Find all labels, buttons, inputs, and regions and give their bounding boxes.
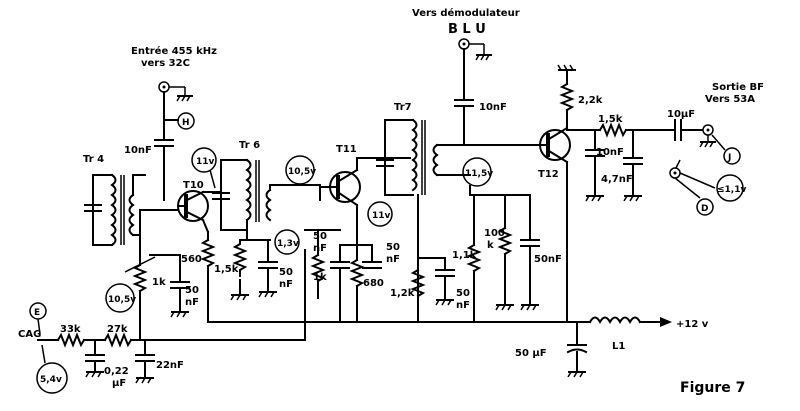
svg-text:T11: T11 <box>336 144 357 155</box>
svg-text:33k: 33k <box>60 324 81 335</box>
svg-text:k: k <box>487 240 494 251</box>
tr7-bias-network: 1,2k 50 nF <box>390 257 470 311</box>
resistor-560-network: 560 <box>181 231 216 323</box>
svg-text:Vers 53A: Vers 53A <box>705 94 755 105</box>
transistor-t10: T10 <box>177 180 222 234</box>
svg-text:nF: nF <box>456 300 470 311</box>
svg-text:11,5v: 11,5v <box>465 169 493 179</box>
svg-text:1,1k: 1,1k <box>452 250 477 261</box>
svg-text:T12: T12 <box>538 169 559 180</box>
svg-text:50: 50 <box>185 285 199 296</box>
svg-text:Sortie BF: Sortie BF <box>712 82 764 93</box>
voltage-bubble-11v-t10: 11v <box>191 147 217 189</box>
svg-text:1,5k: 1,5k <box>214 264 239 275</box>
voltage-bubble-11v-t11: 11v <box>367 201 393 227</box>
svg-text:Tr 4: Tr 4 <box>83 154 104 165</box>
svg-text:0,22: 0,22 <box>104 366 129 377</box>
svg-text:50 µF: 50 µF <box>515 348 547 359</box>
svg-text:CAG: CAG <box>18 329 41 340</box>
svg-text:10nF: 10nF <box>479 102 507 113</box>
svg-text:D: D <box>701 204 708 214</box>
svg-text:nF: nF <box>313 243 327 254</box>
svg-text:10µF: 10µF <box>667 109 695 120</box>
svg-text:100: 100 <box>484 228 505 239</box>
input-connector: Entrée 455 kHz vers 32C <box>131 45 217 141</box>
svg-text:E: E <box>34 308 40 318</box>
figure-caption: Figure 7 <box>680 380 745 396</box>
transistor-t11: T11 <box>319 144 411 246</box>
svg-text:11v: 11v <box>196 157 215 167</box>
transformer-tr7: Tr7 <box>376 102 439 323</box>
cag-network: 1k 50 nF 10,5v E CAG 33k 27k 0 <box>18 254 199 394</box>
voltage-bubble-11-5v: 11,5v <box>462 157 493 187</box>
svg-text:1,3v: 1,3v <box>277 239 299 249</box>
svg-text:1,5k: 1,5k <box>598 114 623 125</box>
input-label: Entrée 455 kHz <box>131 45 217 57</box>
output-connector: Sortie BF Vers 53A J D ≤1,1v <box>669 82 764 216</box>
svg-text:nF: nF <box>185 297 199 308</box>
svg-text:B L U: B L U <box>448 22 486 37</box>
transformer-tr6: Tr 6 <box>212 140 272 241</box>
test-point-h: H <box>163 112 195 130</box>
svg-text:Tr7: Tr7 <box>394 102 412 113</box>
detector-network: 1,1k 100 k 50nF <box>436 174 562 323</box>
svg-text:nF: nF <box>279 279 293 290</box>
voltage-bubble-1-3v: 1,3v <box>274 229 300 255</box>
svg-text:680: 680 <box>363 278 384 289</box>
svg-text:T10: T10 <box>183 180 204 191</box>
voltage-bubble-10-5v-t11: 10,5v <box>285 155 316 185</box>
svg-text:50: 50 <box>386 242 400 253</box>
svg-text:50: 50 <box>279 267 293 278</box>
svg-text:nF: nF <box>386 254 400 265</box>
svg-text:Tr 6: Tr 6 <box>239 140 260 151</box>
resistor-1-5k-tr6: 1,5k <box>214 239 271 301</box>
svg-text:H: H <box>182 118 190 128</box>
svg-text:560: 560 <box>181 254 202 265</box>
output-filter: 10nF 1,5k 4,7nF 10µF <box>566 109 703 202</box>
svg-text:50: 50 <box>313 231 327 242</box>
svg-text:50nF: 50nF <box>534 254 562 265</box>
svg-text:L1: L1 <box>612 341 625 352</box>
resistor-1k-t11: 1k 50 nF <box>269 184 341 323</box>
svg-text:1,2k: 1,2k <box>390 288 415 299</box>
svg-text:50: 50 <box>456 288 470 299</box>
svg-text:Vers démodulateur: Vers démodulateur <box>412 7 520 19</box>
emitter-network-t11: 680 50 nF <box>330 242 400 323</box>
resistor-2-2k: 2,2k <box>557 64 603 112</box>
svg-text:22nF: 22nF <box>156 360 184 371</box>
svg-text:µF: µF <box>112 378 126 389</box>
capacitor-10nf-input: 10nF <box>124 139 174 201</box>
input-sub-label: vers 32C <box>141 58 190 69</box>
svg-text:4,7nF: 4,7nF <box>601 174 633 185</box>
svg-text:2,2k: 2,2k <box>578 95 603 106</box>
svg-text:11v: 11v <box>372 211 391 221</box>
svg-text:10nF: 10nF <box>596 147 624 158</box>
svg-text:10,5v: 10,5v <box>108 295 136 305</box>
svg-text:1k: 1k <box>313 272 327 283</box>
svg-text:27k: 27k <box>107 324 128 335</box>
capacitor-50nf-tr6: 50 nF <box>258 239 293 298</box>
demodulator-connector: Vers démodulateur B L U 10nF <box>412 7 546 146</box>
svg-text:≤1,1v: ≤1,1v <box>717 185 746 195</box>
supply-rail: +12 v L1 50 µF <box>149 316 709 378</box>
svg-text:10nF: 10nF <box>124 145 152 156</box>
svg-text:+12 v: +12 v <box>676 319 709 330</box>
transistor-t12: T12 <box>538 109 571 323</box>
svg-text:10,5v: 10,5v <box>288 167 316 177</box>
svg-text:1k: 1k <box>152 277 166 288</box>
transformer-tr4: Tr 4 <box>83 154 179 256</box>
svg-text:5,4v: 5,4v <box>40 375 62 385</box>
svg-text:J: J <box>727 153 731 163</box>
